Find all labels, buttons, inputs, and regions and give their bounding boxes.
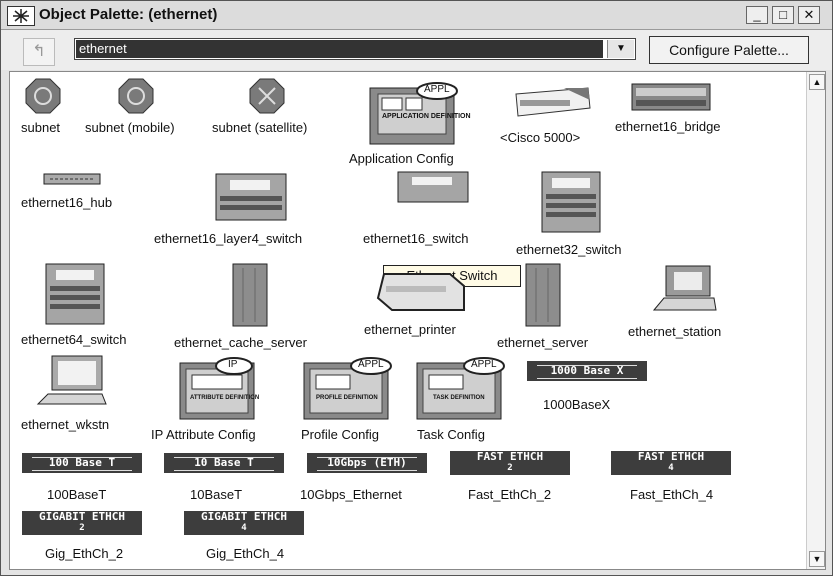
link-10gbps-text: 10Gbps (ETH) — [327, 456, 407, 469]
appl-badge: APPL — [471, 359, 497, 370]
link-gig-ethch-4-icon[interactable]: GIGABIT ETHCH 4 — [184, 511, 304, 535]
ethernet-server-label: ethernet_server — [497, 335, 589, 350]
ethernet32-switch-icon[interactable] — [540, 170, 604, 236]
link-100baset-label: 100BaseT — [47, 487, 107, 502]
palette-select[interactable]: ethernet ▼ — [74, 38, 636, 60]
ethernet64-switch-icon[interactable] — [44, 262, 108, 328]
profile-definition-text: PROFILE DEFINITION — [316, 395, 378, 401]
ip-attribute-config-label: IP Attribute Config — [151, 427, 256, 442]
ethernet-cache-server-label: ethernet_cache_server — [174, 335, 307, 350]
appl-badge: APPL — [424, 84, 450, 95]
scroll-up-icon[interactable]: ▲ — [809, 74, 825, 90]
ethernet-station-label: ethernet_station — [628, 324, 722, 339]
link-100baset-text: 100 Base T — [48, 456, 116, 469]
ethernet16-hub-icon[interactable] — [42, 170, 104, 188]
app-definition-text: APPLICATION DEFINITION — [382, 113, 471, 120]
link-1000basex-text: 1000 Base X — [550, 364, 624, 377]
cisco-5000-icon[interactable] — [508, 86, 592, 124]
link-fast-ethch-2-label: Fast_EthCh_2 — [468, 487, 552, 502]
task-definition-text: TASK DEFINITION — [433, 395, 485, 401]
gig-ethch-4-text: GIGABIT ETHCH — [200, 510, 288, 523]
configure-palette-button[interactable]: Configure Palette... — [649, 36, 809, 64]
link-100baset-icon[interactable]: 100 Base T — [22, 453, 142, 473]
link-10baset-icon[interactable]: 10 Base T — [164, 453, 284, 473]
task-config-icon[interactable]: APPL TASK DEFINITION — [415, 357, 509, 421]
subnet-icon[interactable] — [25, 78, 61, 114]
ip-badge: IP — [228, 359, 238, 370]
ethernet16-switch-label: ethernet16_switch — [363, 231, 469, 246]
toolbar: ↰ ethernet ▼ Configure Palette... — [1, 30, 832, 70]
ethernet16-bridge-icon[interactable] — [630, 80, 714, 114]
subnet-label: subnet — [21, 120, 61, 135]
scroll-down-icon[interactable]: ▼ — [809, 551, 825, 567]
profile-config-label: Profile Config — [301, 427, 380, 442]
maximize-button[interactable]: □ — [772, 6, 794, 24]
link-10baset-label: 10BaseT — [190, 487, 243, 502]
cisco-5000-label: <Cisco 5000> — [500, 130, 581, 145]
ethernet32-switch-label: ethernet32_switch — [516, 242, 622, 257]
vertical-scrollbar[interactable]: ▲ ▼ — [806, 72, 825, 569]
application-config-label: Application Config — [349, 151, 454, 166]
subnet-mobile-label: subnet (mobile) — [85, 120, 175, 135]
ethernet-wkstn-icon[interactable] — [36, 354, 110, 408]
link-gig-ethch-4-label: Gig_EthCh_4 — [206, 546, 285, 561]
application-config-icon[interactable]: APPL APPLICATION DEFINITION — [368, 82, 471, 146]
appl-badge: APPL — [358, 359, 384, 370]
ethernet64-switch-label: ethernet64_switch — [21, 332, 127, 347]
ethernet16-layer4-switch-label: ethernet16_layer4_switch — [154, 231, 303, 246]
link-10gbps-ethernet-label: 10Gbps_Ethernet — [300, 487, 402, 502]
fast-ethch-2-count: 2 — [507, 463, 513, 473]
palette-select-value: ethernet — [76, 40, 603, 58]
task-config-label: Task Config — [417, 427, 485, 442]
link-gig-ethch-2-label: Gig_EthCh_2 — [45, 546, 124, 561]
ethernet16-bridge-label: ethernet16_bridge — [615, 119, 721, 134]
link-1000basex-icon[interactable]: 1000 Base X — [527, 361, 647, 381]
link-1000basex-label: 1000BaseX — [543, 397, 611, 412]
ip-attribute-config-icon[interactable]: IP ATTRIBUTE DEFINITION — [178, 357, 260, 421]
title-bar[interactable]: Object Palette: (ethernet) _ □ ✕ — [1, 1, 832, 30]
subnet-satellite-label: subnet (satellite) — [212, 120, 308, 135]
fast-ethch-4-count: 4 — [668, 463, 674, 473]
fast-ethch-4-text: FAST ETHCH — [637, 450, 705, 463]
chevron-down-icon[interactable]: ▼ — [607, 40, 634, 58]
ethernet-station-icon[interactable] — [652, 264, 718, 314]
link-gig-ethch-2-icon[interactable]: GIGABIT ETHCH 2 — [22, 511, 142, 535]
ethernet16-hub-label: ethernet16_hub — [21, 195, 113, 210]
attribute-definition-text: ATTRIBUTE DEFINITION — [190, 395, 260, 401]
close-button[interactable]: ✕ — [798, 6, 820, 24]
gig-ethch-2-count: 2 — [79, 523, 85, 533]
gig-ethch-4-count: 4 — [241, 523, 247, 533]
fast-ethch-2-text: FAST ETHCH — [476, 450, 544, 463]
link-fast-ethch-4-label: Fast_EthCh_4 — [630, 487, 714, 502]
ethernet16-switch-icon[interactable] — [396, 170, 472, 204]
palette-icon — [7, 6, 35, 26]
palette-canvas: subnet subnet (mobile) subnet (satellite… — [9, 71, 826, 570]
minimize-button[interactable]: _ — [746, 6, 768, 24]
up-arrow-icon[interactable]: ↰ — [23, 38, 55, 66]
ethernet-cache-server-icon[interactable] — [231, 262, 271, 330]
subnet-satellite-icon[interactable] — [249, 78, 285, 114]
subnet-mobile-icon[interactable] — [118, 78, 154, 114]
ethernet-printer-label: ethernet_printer — [364, 322, 456, 337]
link-10gbps-ethernet-icon[interactable]: 10Gbps (ETH) — [307, 453, 427, 473]
profile-config-icon[interactable]: APPL PROFILE DEFINITION — [302, 357, 396, 421]
ethernet-wkstn-label: ethernet_wkstn — [21, 417, 110, 432]
ethernet16-layer4-switch-icon[interactable] — [214, 172, 290, 224]
window-title: Object Palette: (ethernet) — [39, 6, 218, 23]
ethernet-server-icon[interactable] — [524, 262, 564, 330]
ethernet-printer-icon[interactable] — [376, 266, 468, 314]
link-fast-ethch-4-icon[interactable]: FAST ETHCH 4 — [611, 451, 731, 475]
gig-ethch-2-text: GIGABIT ETHCH — [38, 510, 126, 523]
link-10baset-text: 10 Base T — [194, 456, 254, 469]
link-fast-ethch-2-icon[interactable]: FAST ETHCH 2 — [450, 451, 570, 475]
